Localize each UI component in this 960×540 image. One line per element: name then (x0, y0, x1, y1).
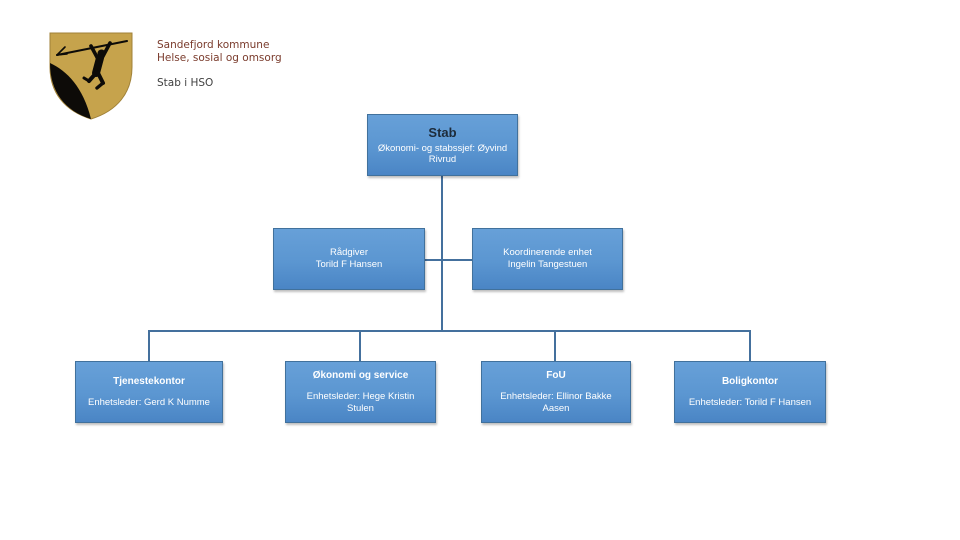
organization-name-line1: Sandefjord kommune (157, 39, 270, 51)
connector-level2-horizontal (425, 259, 473, 261)
org-node-tjenestekontor[interactable]: Tjenestekontor Enhetsleder: Gerd K Numme (75, 361, 223, 423)
org-node-title: Rådgiver (329, 247, 369, 258)
connector-stub-okonomi-og-service (359, 331, 361, 361)
connector-root-vertical (441, 176, 443, 331)
org-node-title: Koordinerende enhet (503, 247, 592, 258)
org-node-okonomi-og-service[interactable]: Økonomi og service Enhetsleder: Hege Kri… (285, 361, 436, 423)
connector-stub-boligkontor (749, 331, 751, 361)
connector-stub-fou (554, 331, 556, 361)
org-node-title: Stab (428, 124, 457, 140)
hill-silhouette (50, 63, 91, 119)
org-node-koordinerende-enhet[interactable]: Koordinerende enhet Ingelin Tangestuen (472, 228, 623, 290)
org-node-fou[interactable]: FoU Enhetsleder: Ellinor Bakke Aasen (481, 361, 631, 423)
org-node-title: FoU (546, 370, 566, 381)
org-node-title: Tjenestekontor (113, 375, 185, 387)
org-node-stab[interactable]: Stab Økonomi- og stabssjef: Øyvind Rivru… (367, 114, 518, 176)
org-node-subtitle: Økonomi- og stabssjef: Øyvind Rivrud (377, 142, 508, 166)
spearman-silhouette (56, 40, 128, 90)
org-node-title: Økonomi og service (312, 370, 409, 381)
org-node-leader: Enhetsleder: Gerd K Numme (88, 396, 210, 408)
sandefjord-coat-of-arms-logo (49, 32, 133, 120)
organization-name: Sandefjord kommune Helse, sosial og omso… (157, 39, 282, 64)
connector-level3-bus (148, 330, 751, 332)
org-node-radgiver[interactable]: Rådgiver Torild F Hansen (273, 228, 425, 290)
org-node-person: Ingelin Tangestuen (507, 259, 588, 270)
org-node-leader: Enhetsleder: Ellinor Bakke Aasen (500, 391, 612, 414)
org-node-leader: Enhetsleder: Torild F Hansen (688, 396, 812, 408)
org-node-boligkontor[interactable]: Boligkontor Enhetsleder: Torild F Hansen (674, 361, 826, 423)
org-node-leader: Enhetsleder: Hege Kristin Stulen (306, 391, 415, 414)
org-node-title: Boligkontor (721, 375, 779, 387)
org-node-person: Torild F Hansen (315, 259, 383, 270)
slide-title: Stab i HSO (157, 77, 214, 89)
organization-name-line2: Helse, sosial og omsorg (157, 51, 282, 64)
connector-stub-tjenestekontor (148, 331, 150, 361)
